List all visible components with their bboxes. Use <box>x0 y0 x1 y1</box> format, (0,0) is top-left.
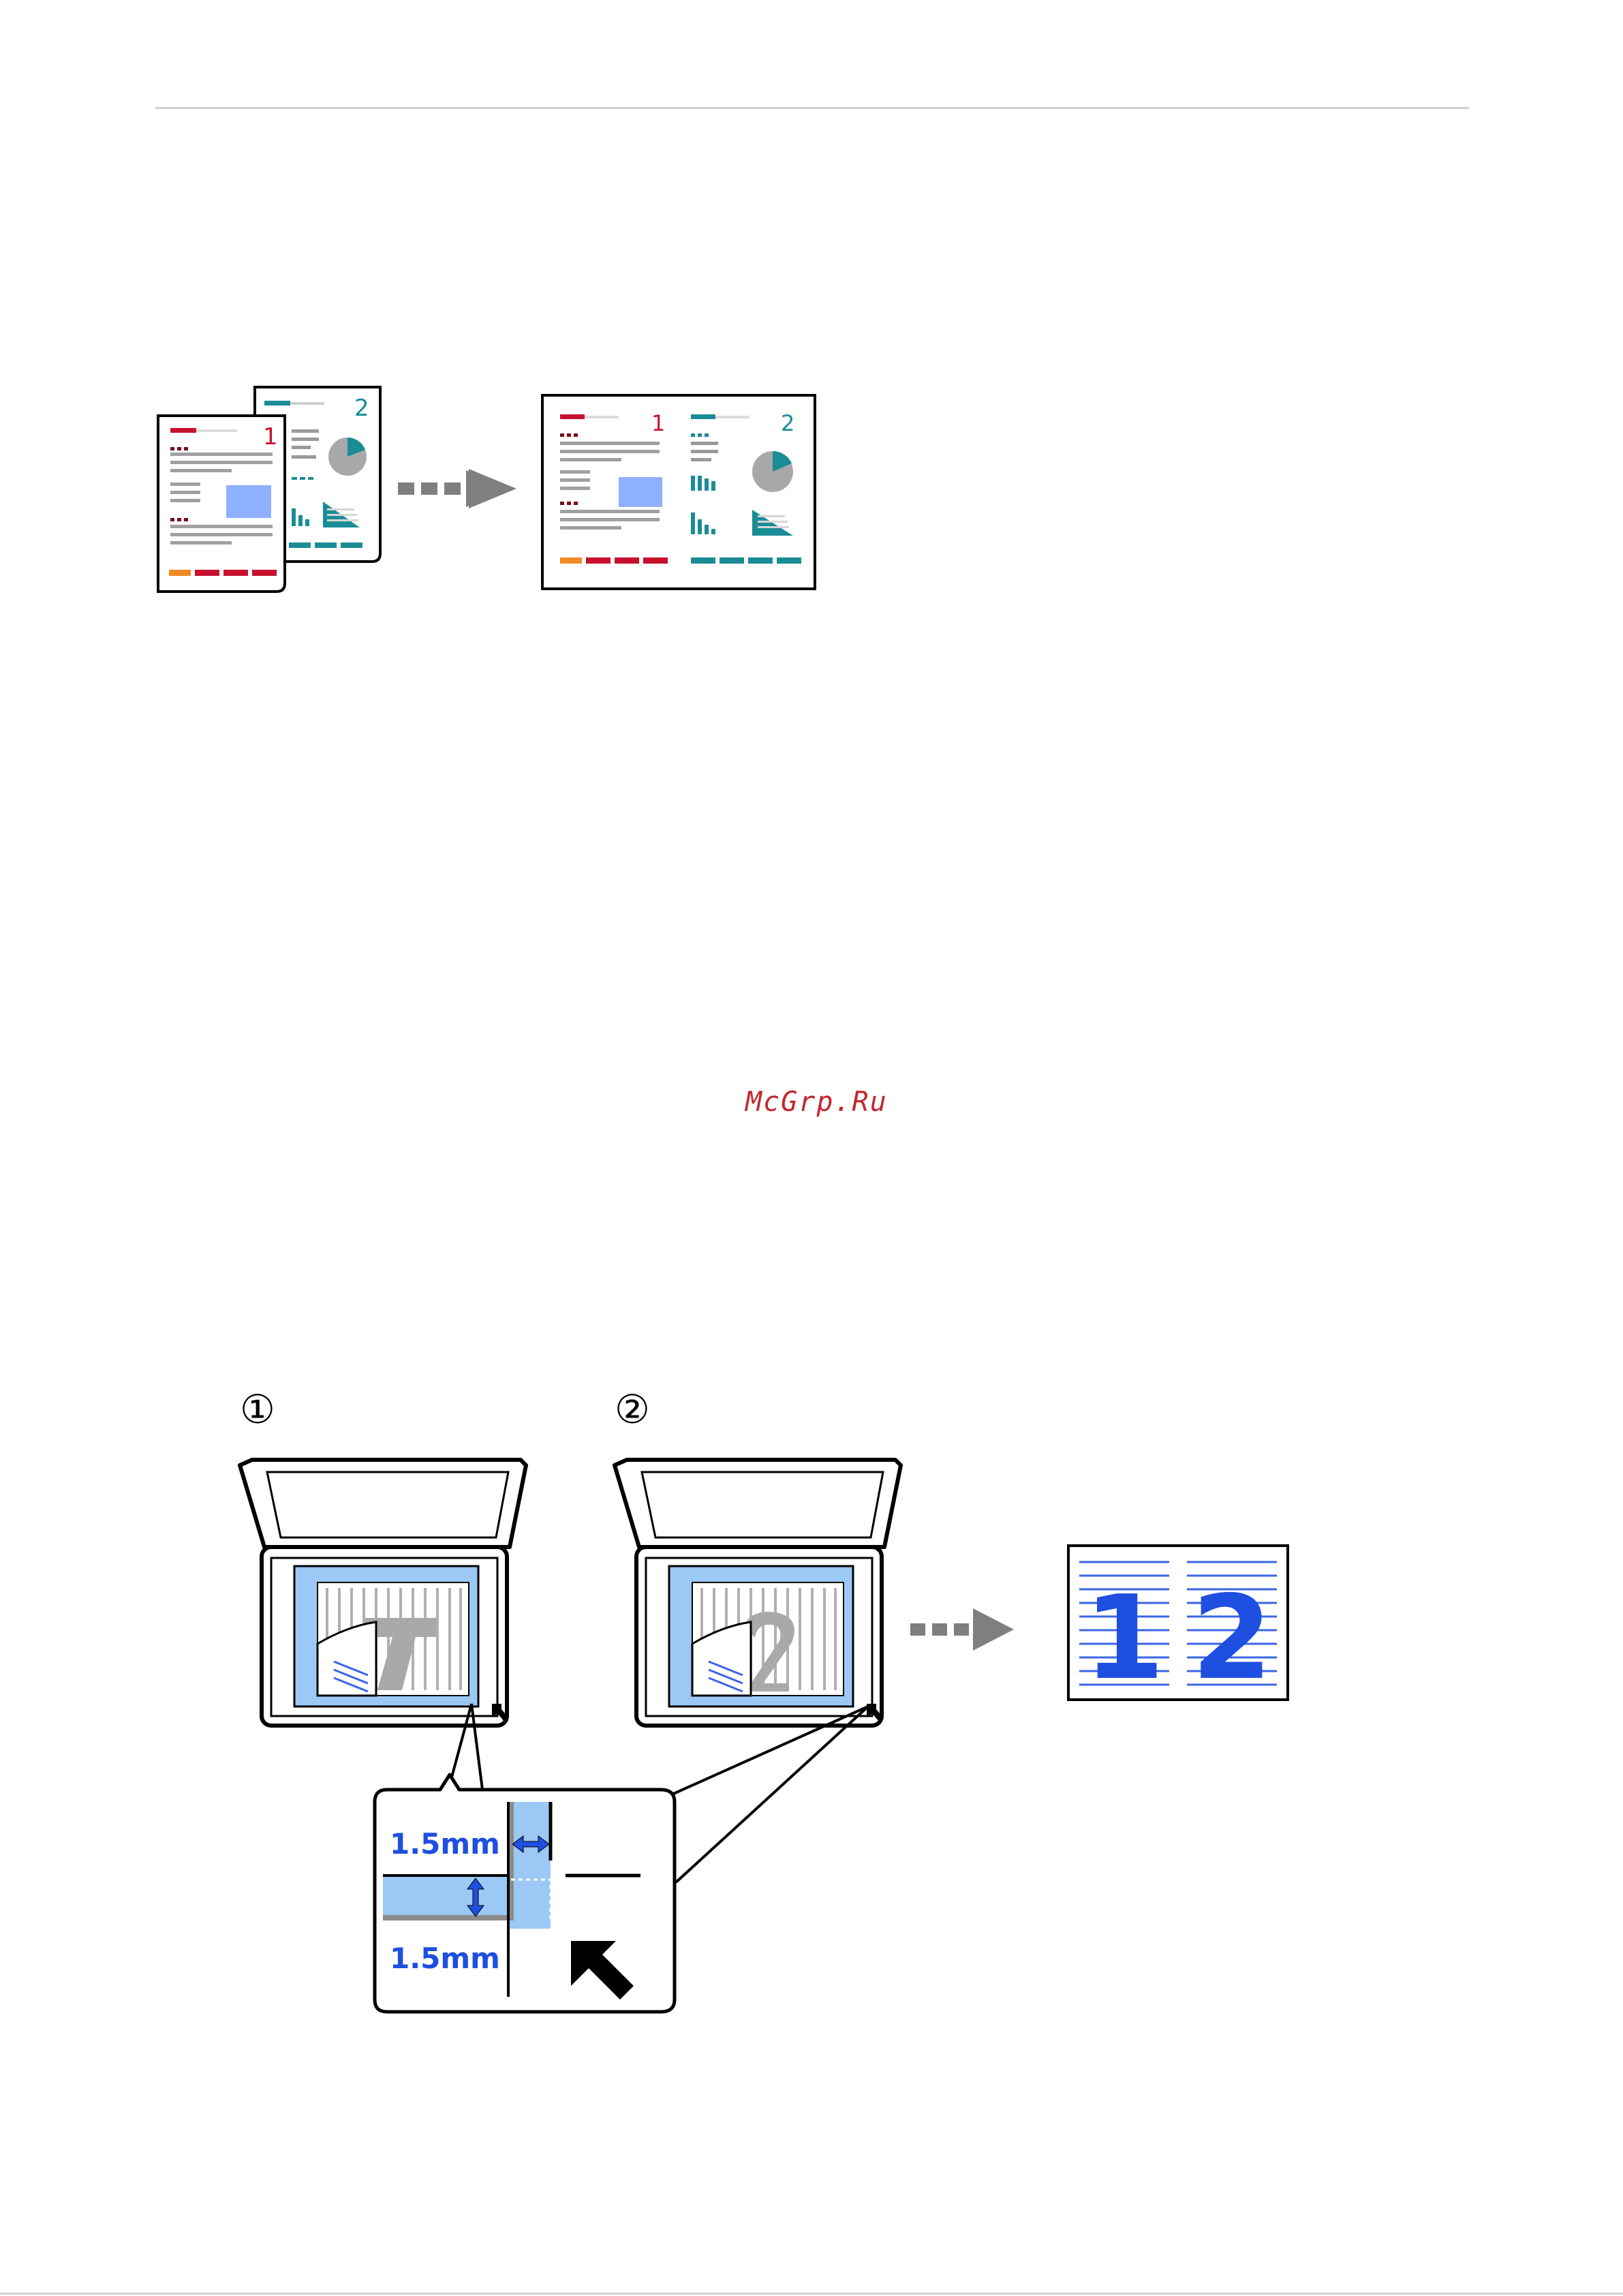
footer-rule <box>0 2293 1623 2295</box>
step-2-marker: ② <box>615 1386 650 1433</box>
figure-scanner-placement: ① ② <box>232 1383 1308 2031</box>
horizontal-margin-label: 1.5mm <box>390 1827 500 1861</box>
step-1-marker: ① <box>240 1386 275 1433</box>
image-placeholder <box>226 485 271 518</box>
original-page-1: 1 <box>158 416 285 592</box>
header-rule <box>155 107 1469 109</box>
page1-number: 1 <box>263 423 278 450</box>
page2-number: 2 <box>354 395 369 422</box>
dashed-arrow-icon <box>398 469 516 508</box>
watermark: McGrp.Ru <box>745 1086 888 1118</box>
combined-page1-number: 1 <box>651 410 665 436</box>
dashed-arrow-icon <box>910 1608 1014 1651</box>
scanner-step-2 <box>615 1460 901 1726</box>
pie-chart-icon <box>328 438 367 476</box>
result-sheet: 1 2 <box>1068 1546 1288 1706</box>
combined-page2-number: 2 <box>781 410 794 436</box>
combined-sheet: 1 2 <box>542 395 815 589</box>
result-page2-number: 2 <box>1192 1571 1272 1706</box>
scanner-step-1 <box>240 1460 526 1726</box>
result-page1-number: 1 <box>1084 1571 1164 1706</box>
figure-2up-layout: 2 1 <box>155 382 823 600</box>
margin-detail-callout: 1.5mm 1.5mm <box>375 1775 675 2012</box>
vertical-margin-label: 1.5mm <box>390 1942 500 1975</box>
